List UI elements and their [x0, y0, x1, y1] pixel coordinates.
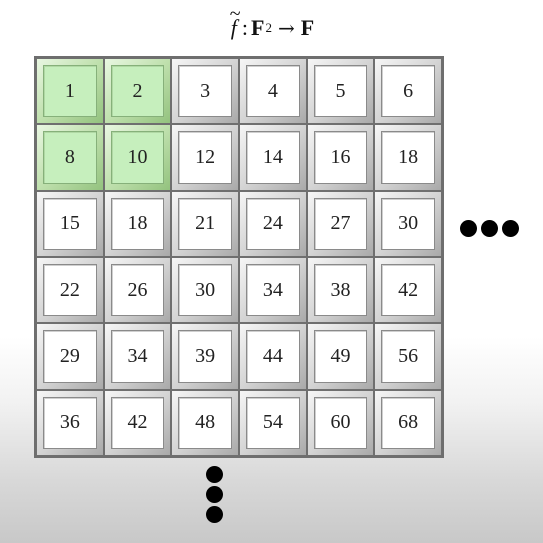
- grid-cell-r3-c4: 38: [306, 257, 375, 324]
- grid-cell-r1-c0: 8: [36, 124, 104, 191]
- grid-cell-r1-c3: 14: [238, 124, 307, 191]
- colon: :: [241, 15, 249, 40]
- grid-cell-r2-c5: 30: [374, 190, 442, 257]
- grid-cell-value: 15: [43, 197, 97, 250]
- grid-cell-r4-c2: 39: [171, 323, 239, 390]
- dot: [502, 219, 519, 237]
- grid-cell-r4-c1: 34: [103, 323, 172, 390]
- grid-cell-value: 56: [381, 330, 435, 383]
- grid-cell-value: 54: [245, 396, 300, 449]
- grid-cell-value: 39: [178, 330, 232, 383]
- grid-cell-value: 42: [110, 396, 165, 449]
- grid-cell-value: 14: [245, 131, 300, 184]
- function-symbol: ~ f: [229, 3, 241, 41]
- grid-cell-value: 34: [245, 264, 300, 317]
- grid-cell-value: 1: [43, 65, 97, 118]
- grid-cell-r5-c0: 36: [36, 389, 104, 456]
- grid-cell-value: 68: [381, 396, 435, 449]
- grid-cell-r5-c4: 60: [306, 389, 375, 456]
- function-letter: f: [230, 15, 237, 40]
- grid-cell-value: 26: [110, 264, 165, 317]
- grid-cell-value: 16: [313, 131, 368, 184]
- grid-cell-value: 60: [313, 396, 368, 449]
- grid-cell-value: 8: [43, 131, 97, 184]
- grid-cell-r0-c0: 1: [36, 58, 104, 125]
- grid-cell-value: 24: [245, 197, 300, 250]
- grid-cell-value: 30: [381, 197, 435, 250]
- grid-cell-r5-c5: 68: [374, 389, 442, 456]
- grid-cell-value: 30: [178, 264, 232, 317]
- grid-cell-r0-c5: 6: [374, 58, 442, 125]
- grid-cell-value: 38: [313, 264, 368, 317]
- grid-cell-r5-c2: 48: [171, 389, 239, 456]
- grid-cell-value: 22: [43, 264, 97, 317]
- grid-cell-value: 27: [313, 197, 368, 250]
- grid-cell-value: 3: [178, 65, 232, 118]
- ellipsis-horizontal-icon: [460, 214, 519, 242]
- grid-cell-value: 18: [381, 131, 435, 184]
- grid-cell-r0-c4: 5: [306, 58, 375, 125]
- dot: [460, 219, 477, 237]
- grid-cell-value: 34: [110, 330, 165, 383]
- grid-cell-r3-c3: 34: [238, 257, 307, 324]
- grid-cell-r0-c3: 4: [238, 58, 307, 125]
- grid-cell-value: 18: [110, 197, 165, 250]
- grid-cell-r1-c4: 16: [306, 124, 375, 191]
- grid-cell-r4-c0: 29: [36, 323, 104, 390]
- grid-cell-r1-c5: 18: [374, 124, 442, 191]
- grid-cell-r5-c1: 42: [103, 389, 172, 456]
- grid-cell-r4-c4: 49: [306, 323, 375, 390]
- grid-cell-r3-c0: 22: [36, 257, 104, 324]
- dot: [205, 466, 223, 483]
- grid-cell-value: 2: [110, 65, 165, 118]
- grid-cell-r5-c3: 54: [238, 389, 307, 456]
- grid-cell-value: 10: [110, 131, 165, 184]
- grid-cell-r1-c1: 10: [103, 124, 172, 191]
- grid-cell-value: 42: [381, 264, 435, 317]
- grid-cell-value: 36: [43, 396, 97, 449]
- grid-cell-value: 21: [178, 197, 232, 250]
- grid-cell-r4-c5: 56: [374, 323, 442, 390]
- tilde-mark: ~: [229, 3, 241, 25]
- grid-cell-value: 48: [178, 396, 232, 449]
- grid-cell-r2-c3: 24: [238, 190, 307, 257]
- grid-cell-r3-c2: 30: [171, 257, 239, 324]
- grid-cell-r3-c5: 42: [374, 257, 442, 324]
- grid-cell-r4-c3: 44: [238, 323, 307, 390]
- grid-cell-value: 4: [245, 65, 300, 118]
- grid-cell-value: 44: [245, 330, 300, 383]
- dot: [205, 486, 223, 503]
- dot: [481, 219, 498, 237]
- grid-cell-value: 12: [178, 131, 232, 184]
- grid-cell-value: 29: [43, 330, 97, 383]
- grid-cell-r3-c1: 26: [103, 257, 172, 324]
- domain-exponent: 2: [265, 20, 272, 35]
- domain-symbol: F: [251, 15, 265, 40]
- grid-cell-r2-c4: 27: [306, 190, 375, 257]
- grid-cell-r2-c0: 15: [36, 190, 104, 257]
- grid-cell-value: 5: [313, 65, 368, 118]
- grid-cell-r2-c1: 18: [103, 190, 172, 257]
- arrow-symbol: →: [277, 16, 295, 40]
- grid-cell-r1-c2: 12: [171, 124, 239, 191]
- grid-cell-value: 6: [381, 65, 435, 118]
- codomain-symbol: F: [300, 15, 315, 40]
- grid-cell-value: 49: [313, 330, 368, 383]
- dot: [205, 506, 223, 523]
- grid-cell-r0-c2: 3: [171, 58, 239, 125]
- grid-cell-r0-c1: 2: [103, 58, 172, 125]
- grid-cell-r2-c2: 21: [171, 190, 239, 257]
- ellipsis-vertical-icon: [203, 466, 225, 523]
